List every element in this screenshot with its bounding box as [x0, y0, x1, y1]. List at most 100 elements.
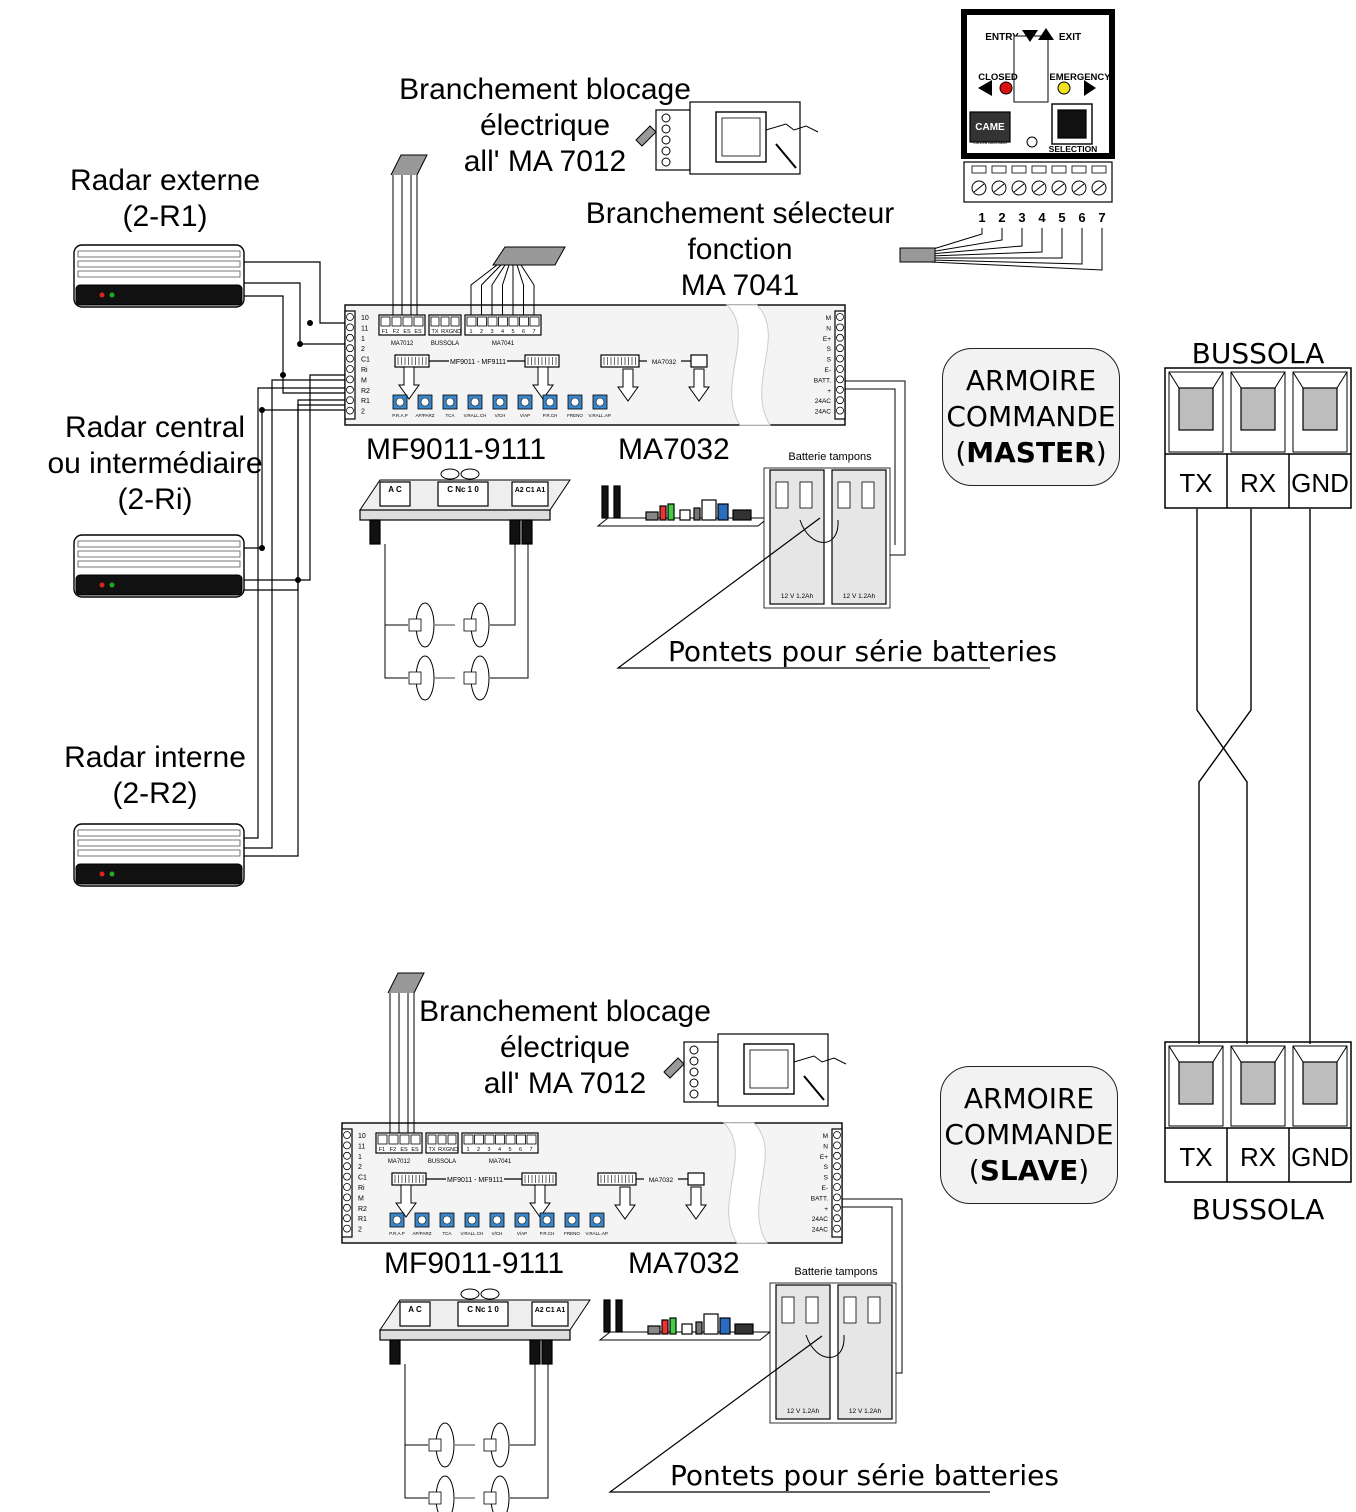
- svg-text:F1: F1: [382, 329, 388, 335]
- svg-text:11: 11: [358, 1143, 365, 1150]
- svg-text:R1: R1: [358, 1216, 367, 1223]
- svg-text:V.RALL.CH: V.RALL.CH: [461, 1231, 484, 1236]
- svg-text:F2: F2: [390, 1147, 396, 1153]
- svg-text:2: 2: [358, 1164, 362, 1171]
- slave-ma7032-label: MA7032: [628, 1247, 740, 1280]
- svg-text:V/CH: V/CH: [492, 1231, 503, 1236]
- svg-text:TX: TX: [428, 1147, 435, 1153]
- svg-text:1: 1: [358, 1154, 362, 1161]
- svg-text:RX: RX: [438, 1147, 446, 1153]
- svg-text:MA7032: MA7032: [649, 1177, 674, 1184]
- svg-text:7: 7: [529, 1147, 532, 1153]
- svg-text:ENTRY: ENTRY: [985, 32, 1019, 43]
- svg-text:V/AP: V/AP: [520, 413, 530, 418]
- svg-text:+: +: [824, 1206, 828, 1213]
- svg-text:V.RALL.AP.: V.RALL.AP.: [588, 413, 611, 418]
- svg-text:S: S: [824, 1175, 829, 1182]
- svg-text:S: S: [827, 346, 832, 353]
- svg-text:P.R.A.P: P.R.A.P: [392, 413, 407, 418]
- slave-battery-cell-1-label: 12 V 1.2Ah: [787, 1408, 820, 1415]
- svg-text:24AC: 24AC: [815, 409, 832, 416]
- svg-text:6: 6: [519, 1147, 522, 1153]
- svg-text:EXIT: EXIT: [1059, 32, 1081, 43]
- svg-text:A2 C1 A1: A2 C1 A1: [515, 487, 546, 494]
- svg-text:EMERGENCY: EMERGENCY: [1049, 72, 1111, 83]
- svg-text:Ri: Ri: [358, 1185, 365, 1192]
- svg-text:ES: ES: [414, 329, 422, 335]
- svg-text:5: 5: [1058, 210, 1065, 225]
- svg-text:10: 10: [361, 315, 369, 322]
- svg-text:C1: C1: [361, 357, 370, 364]
- svg-text:MA7012: MA7012: [391, 341, 414, 347]
- svg-text:F1: F1: [379, 1147, 385, 1153]
- svg-text:FRENO: FRENO: [564, 1231, 580, 1236]
- svg-text:ES: ES: [400, 1147, 408, 1153]
- svg-text:M: M: [826, 315, 831, 322]
- svg-text:+: +: [827, 388, 831, 395]
- svg-text:24AC: 24AC: [815, 398, 832, 405]
- radar-externe: [73, 244, 245, 308]
- svg-text:TCA: TCA: [443, 1231, 452, 1236]
- master-ma7032-label: MA7032: [618, 433, 730, 466]
- svg-text:V.RALL.CH: V.RALL.CH: [464, 413, 487, 418]
- svg-text:BUSSOLA: BUSSOLA: [431, 341, 459, 347]
- svg-text:E+: E+: [820, 1154, 828, 1161]
- svg-text:AP/PARZ: AP/PARZ: [416, 413, 435, 418]
- radar-externe-label: Radar externe(2-R1): [69, 164, 261, 233]
- svg-text:2: 2: [998, 210, 1005, 225]
- bussola-slave-connector-terminal-gnd: GND: [1291, 1142, 1349, 1172]
- svg-text:R1: R1: [361, 398, 370, 405]
- master-control-board: 101112C1RiMR2R12MNE+SSE-BATT.+24AC24ACF1…: [344, 154, 906, 556]
- svg-text:S: S: [824, 1164, 829, 1171]
- svg-text:5: 5: [511, 329, 514, 335]
- svg-text:2: 2: [358, 1227, 362, 1234]
- svg-text:RX: RX: [441, 329, 449, 335]
- svg-text:V.RALL.AP.: V.RALL.AP.: [585, 1231, 608, 1236]
- bussola-bottom-title: BUSSOLA: [1191, 1193, 1325, 1226]
- svg-text:BATT.: BATT.: [814, 377, 831, 384]
- svg-text:7: 7: [532, 329, 535, 335]
- svg-text:P.R.A.P: P.R.A.P: [389, 1231, 404, 1236]
- svg-text:F2: F2: [393, 329, 399, 335]
- radar-central: [73, 534, 245, 598]
- svg-text:GND: GND: [446, 1147, 458, 1153]
- bussola-master-connector-terminal-rx: RX: [1240, 468, 1276, 498]
- svg-text:MA7041: MA7041: [489, 1159, 512, 1165]
- master-battery-cell-2-label: 12 V 1.2Ah: [843, 593, 876, 600]
- slave-pontets-label: Pontets pour série batteries: [670, 1459, 1059, 1492]
- svg-text:P.R.CH: P.R.CH: [543, 413, 558, 418]
- svg-text:A2 C1 A1: A2 C1 A1: [535, 1307, 566, 1314]
- svg-text:2: 2: [480, 329, 483, 335]
- svg-text:4: 4: [498, 1147, 501, 1153]
- svg-text:SELECTION: SELECTION: [1049, 144, 1098, 154]
- svg-text:C Nc 1 0: C Nc 1 0: [447, 485, 479, 494]
- svg-text:MF9011 - MF9111: MF9011 - MF9111: [447, 1177, 503, 1184]
- svg-text:BUSSOLA: BUSSOLA: [428, 1159, 456, 1165]
- svg-text:C1: C1: [358, 1175, 367, 1182]
- svg-text:1: 1: [469, 329, 472, 335]
- svg-text:C Nc 1 0: C Nc 1 0: [467, 1305, 499, 1314]
- slave-electric-lock: [663, 1033, 847, 1107]
- svg-text:P.R.CH: P.R.CH: [540, 1231, 555, 1236]
- svg-text:1: 1: [466, 1147, 469, 1153]
- svg-text:S: S: [827, 357, 832, 364]
- svg-text:V/AP: V/AP: [517, 1231, 527, 1236]
- svg-text:24AC: 24AC: [812, 1227, 829, 1234]
- svg-text:10: 10: [358, 1133, 366, 1140]
- svg-text:ES: ES: [403, 329, 411, 335]
- svg-text:TX: TX: [431, 329, 438, 335]
- slave-battery-cell-2-label: 12 V 1.2Ah: [849, 1408, 882, 1415]
- svg-text:BATT.: BATT.: [811, 1195, 828, 1202]
- master-battery-title: Batterie tampons: [788, 451, 872, 463]
- svg-text:Cancelli Automatici: Cancelli Automatici: [973, 140, 1007, 145]
- svg-text:5: 5: [508, 1147, 511, 1153]
- radar-interne-label: Radar interne(2-R2): [64, 741, 246, 810]
- svg-text:TCA: TCA: [446, 413, 455, 418]
- svg-text:6: 6: [1078, 210, 1085, 225]
